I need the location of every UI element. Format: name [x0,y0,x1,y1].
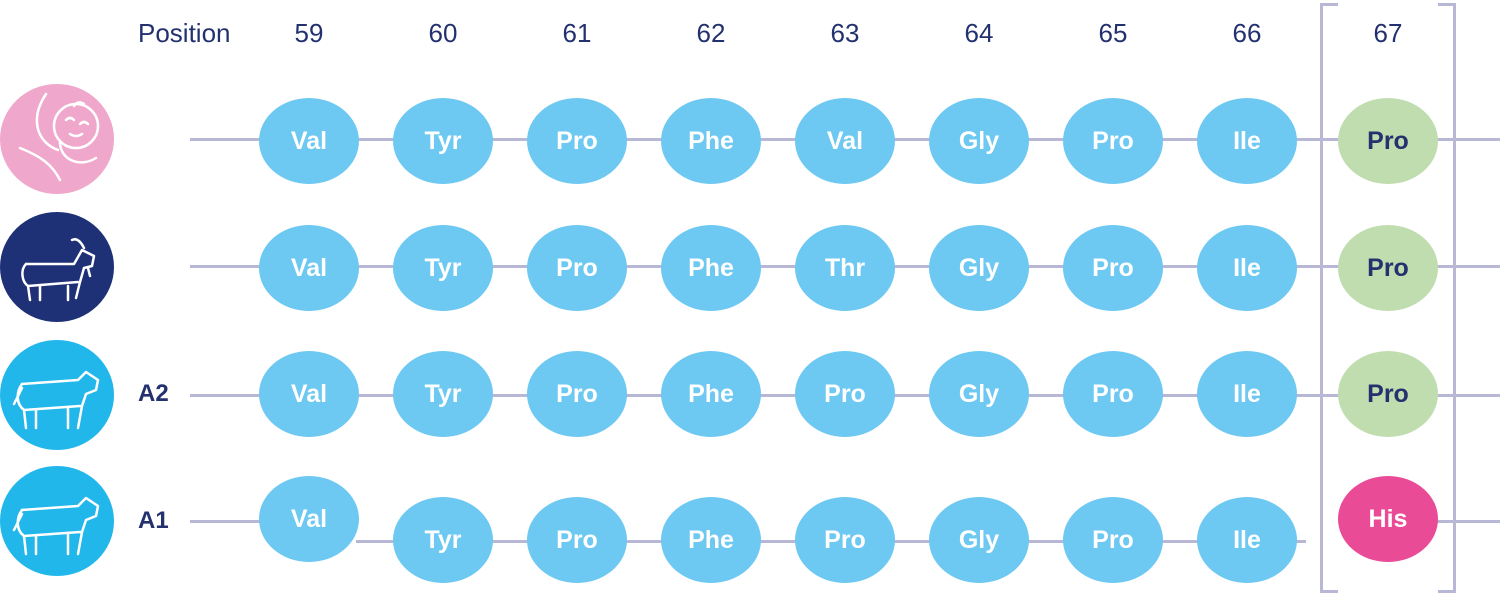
residue-66: Ile [1197,351,1297,437]
residue-62: Phe [661,351,761,437]
position-67: 67 [1373,18,1403,48]
residue-64: Gly [929,351,1029,437]
variant-label-a2: A2 [138,380,169,407]
residue-64: Gly [929,225,1029,311]
residue-60: Tyr [393,351,493,437]
position-66: 66 [1232,18,1262,48]
residue-60: Tyr [393,497,493,583]
position-63: 63 [830,18,860,48]
bracket-corner [1320,590,1338,593]
residue-66: Ile [1197,497,1297,583]
sequence-connector-line [190,520,260,523]
residue-65: Pro [1063,497,1163,583]
residue-67: Pro [1338,351,1438,437]
residue-65: Pro [1063,225,1163,311]
residue-62: Phe [661,98,761,184]
residue-63: Val [795,98,895,184]
residue-59: Val [259,476,359,562]
residue-63: Pro [795,351,895,437]
residue-59: Val [259,98,359,184]
position-61: 61 [562,18,592,48]
residue-60: Tyr [393,98,493,184]
residue-60: Tyr [393,225,493,311]
residue-62: Phe [661,497,761,583]
residue-59: Val [259,225,359,311]
goat-icon [0,212,114,322]
bracket-corner [1320,3,1338,6]
residue-61: Pro [527,351,627,437]
bracket-corner [1438,3,1456,6]
residue-66: Ile [1197,225,1297,311]
position-64: 64 [964,18,994,48]
residue-63: Thr [795,225,895,311]
position-header-label: Position [138,18,231,48]
residue-67: Pro [1338,98,1438,184]
residue-62: Phe [661,225,761,311]
cow-icon [0,340,114,450]
residue-66: Ile [1197,98,1297,184]
residue-59: Val [259,351,359,437]
residue-61: Pro [527,225,627,311]
residue-61: Pro [527,98,627,184]
residue-63: Pro [795,497,895,583]
position-60: 60 [428,18,458,48]
residue-65: Pro [1063,98,1163,184]
position-67-highlight-bracket [1320,3,1456,593]
bracket-corner [1438,590,1456,593]
cow-icon [0,466,114,576]
residue-64: Gly [929,497,1029,583]
residue-67: His [1338,476,1438,562]
position-62: 62 [696,18,726,48]
human-infant-icon [0,84,114,194]
residue-61: Pro [527,497,627,583]
residue-64: Gly [929,98,1029,184]
sequence-connector-line [1436,520,1500,523]
position-59: 59 [294,18,324,48]
variant-label-a1: A1 [138,507,169,534]
residue-65: Pro [1063,351,1163,437]
position-65: 65 [1098,18,1128,48]
residue-67: Pro [1338,225,1438,311]
